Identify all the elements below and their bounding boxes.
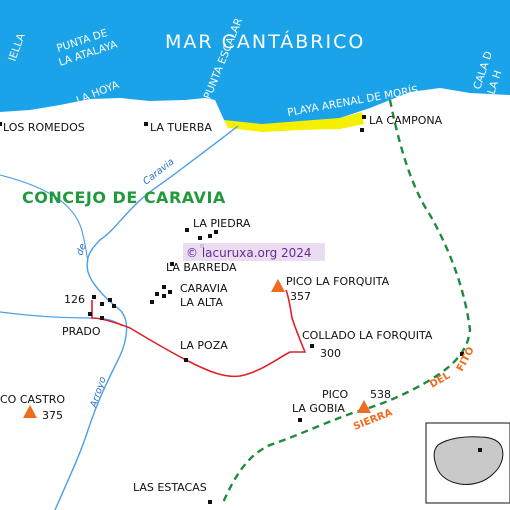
sierra-label-2: DEL bbox=[428, 370, 453, 391]
peak-icon-la-gobia bbox=[357, 400, 371, 413]
label-prado: PRADO bbox=[62, 325, 101, 338]
label-collado-alt: 300 bbox=[320, 347, 341, 360]
route-red bbox=[91, 289, 307, 378]
label-la-piedra: LA PIEDRA bbox=[193, 217, 251, 230]
beach-arenal-moris bbox=[224, 112, 364, 132]
settlement-markers bbox=[0, 115, 464, 504]
label-prado-alt: 126 bbox=[64, 293, 85, 306]
label-la-campona: LA CAMPONA bbox=[369, 114, 443, 127]
inset-locator-dot bbox=[478, 448, 482, 452]
label-pico-castro-alt: 375 bbox=[42, 409, 63, 422]
label-los-romedos: LOS ROMEDOS bbox=[3, 121, 85, 134]
sierra-ridge-line bbox=[220, 99, 472, 506]
river-label-caravia: Caravia bbox=[141, 156, 176, 187]
label-pico-gobia-1: PICO bbox=[322, 388, 349, 401]
river-label-de: de bbox=[74, 242, 88, 257]
river-label-arroyo: Arroyo bbox=[88, 375, 109, 410]
river-tributary-west bbox=[0, 311, 123, 327]
peak-icon-la-forquita bbox=[271, 279, 285, 292]
region-name: CONCEJO DE CARAVIA bbox=[22, 188, 226, 207]
label-las-estacas: LAS ESTACAS bbox=[133, 481, 207, 494]
sea-title: MAR CANTÁBRICO bbox=[165, 30, 365, 53]
inset-region-shape bbox=[433, 436, 504, 485]
label-pico-gobia-alt: 538 bbox=[370, 388, 391, 401]
river-tributary-north bbox=[0, 174, 89, 263]
watermark-box bbox=[183, 243, 325, 261]
sierra-label-3: FITO bbox=[455, 345, 477, 373]
label-la-tuerba: LA TUERBA bbox=[150, 121, 212, 134]
label-pico-forquita: PICO LA FORQUITA bbox=[286, 275, 390, 288]
peak-icon-castro bbox=[23, 405, 37, 418]
river-caravia bbox=[54, 125, 239, 510]
label-collado: COLLADO LA FORQUITA bbox=[302, 329, 433, 342]
label-caravia-la-alta-1: CARAVIA bbox=[180, 282, 228, 295]
label-la-barreda: LA BARREDA bbox=[166, 261, 237, 274]
sea-area bbox=[0, 0, 510, 125]
watermark-text: © lacuruxa.org 2024 bbox=[186, 246, 312, 260]
label-la-poza: LA POZA bbox=[180, 339, 228, 352]
label-caravia-la-alta-2: LA ALTA bbox=[180, 296, 223, 309]
label-pico-gobia-2: LA GOBIA bbox=[292, 402, 345, 415]
label-pico-forquita-alt: 357 bbox=[290, 290, 311, 303]
label-pico-castro: CO CASTRO bbox=[0, 393, 65, 406]
